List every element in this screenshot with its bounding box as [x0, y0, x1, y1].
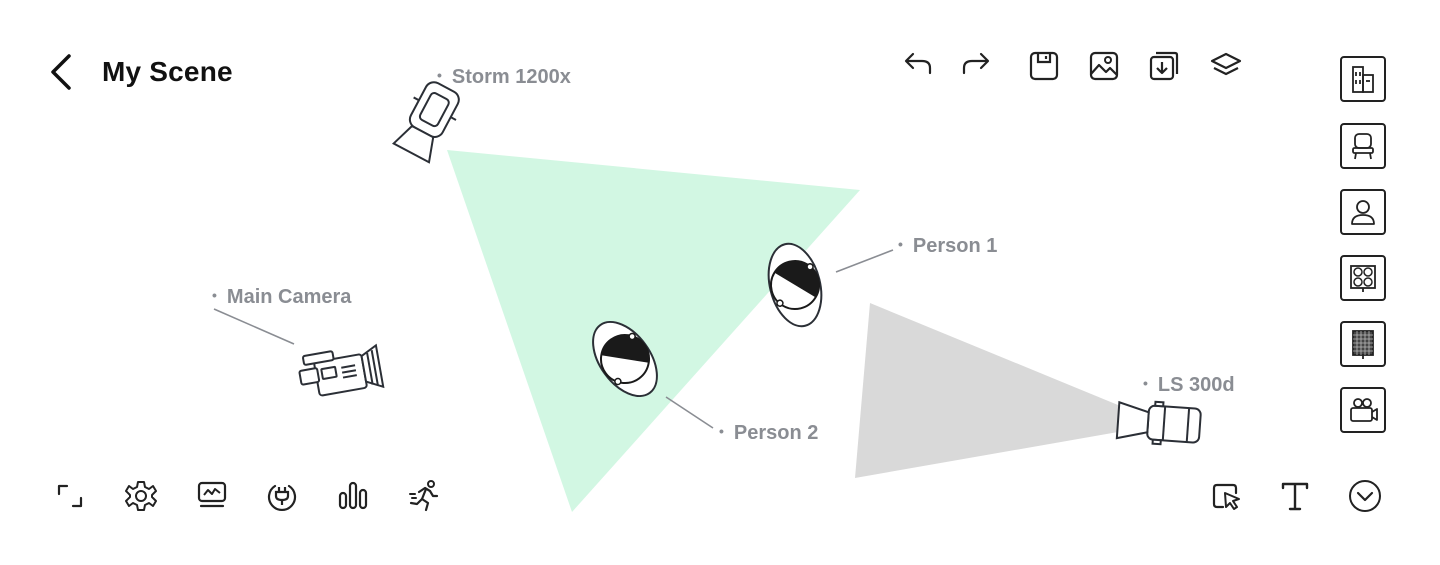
label-dot: • [1143, 375, 1148, 391]
light-panel-icon [1350, 265, 1376, 292]
power-button[interactable] [262, 476, 302, 516]
building-icon [1352, 66, 1374, 93]
label-text: Storm 1200x [451, 66, 571, 88]
person-icon [1351, 200, 1375, 225]
label-ls-300d[interactable]: • LS 300d [1143, 374, 1235, 397]
palette-light-panel-button[interactable] [1340, 255, 1386, 301]
palette-grid-panel-button[interactable] [1340, 321, 1386, 367]
stats-button[interactable] [333, 476, 373, 516]
chevron-left-icon [51, 54, 71, 90]
label-person-1[interactable]: • Person 1 [898, 235, 997, 258]
storm-1200x-light[interactable] [390, 76, 467, 164]
text-tool-button[interactable] [1275, 476, 1315, 516]
running-person-icon [409, 480, 439, 512]
label-text: Main Camera [226, 286, 352, 308]
label-dot: • [212, 287, 217, 303]
person-1-figure[interactable] [761, 238, 830, 332]
layers-icon [1210, 52, 1242, 76]
person-2-figure[interactable] [580, 310, 670, 407]
palette-camera-button[interactable] [1340, 387, 1386, 433]
ls-300d-light[interactable] [1115, 399, 1202, 447]
grid-panel-icon [1352, 330, 1374, 359]
save-button[interactable] [1024, 46, 1064, 86]
frame-corners-icon [57, 484, 83, 508]
gear-icon [125, 481, 157, 511]
text-icon [1281, 482, 1309, 511]
palette-building-button[interactable] [1340, 56, 1386, 102]
label-dot: • [898, 236, 903, 252]
label-person-2[interactable]: • Person 2 [719, 422, 818, 445]
page-title: My Scene [102, 56, 233, 87]
bar-chart-icon [338, 481, 368, 510]
main-camera-figure[interactable] [297, 343, 385, 400]
redo-button[interactable] [956, 46, 996, 86]
redo-icon [962, 52, 990, 75]
palette-person-button[interactable] [1340, 189, 1386, 235]
label-text: Person 2 [733, 422, 819, 444]
image-icon [1089, 51, 1119, 81]
select-button[interactable] [1206, 476, 1246, 516]
undo-icon [904, 52, 932, 75]
export-icon [1149, 51, 1179, 81]
layers-button[interactable] [1206, 46, 1246, 86]
chair-icon [1352, 133, 1374, 160]
label-text: Person 1 [912, 235, 998, 257]
settings-button[interactable] [121, 476, 161, 516]
motion-button[interactable] [404, 476, 444, 516]
leader-line-person2 [665, 396, 714, 429]
undo-button[interactable] [898, 46, 938, 86]
more-button[interactable] [1345, 476, 1385, 516]
image-button[interactable] [1084, 46, 1124, 86]
storm-light-beam [447, 150, 860, 512]
leader-line-camera [213, 308, 295, 345]
label-text: LS 300d [1157, 374, 1235, 396]
label-dot: • [437, 67, 442, 83]
label-storm-1200x[interactable]: • Storm 1200x [437, 66, 571, 89]
back-button[interactable] [44, 52, 80, 92]
leader-line-person1 [835, 249, 894, 273]
label-main-camera[interactable]: • Main Camera [212, 286, 351, 309]
chevron-down-circle-icon [1349, 480, 1381, 512]
monitor-icon [197, 481, 227, 508]
select-shape-icon [1212, 483, 1240, 510]
video-camera-icon [1350, 398, 1378, 422]
ls300d-light-beam [855, 303, 1118, 478]
frame-button[interactable] [50, 476, 90, 516]
palette-chair-button[interactable] [1340, 123, 1386, 169]
label-dot: • [719, 423, 724, 439]
export-button[interactable] [1144, 46, 1184, 86]
save-icon [1029, 51, 1059, 81]
monitor-button[interactable] [192, 476, 232, 516]
power-plug-icon [267, 484, 297, 511]
